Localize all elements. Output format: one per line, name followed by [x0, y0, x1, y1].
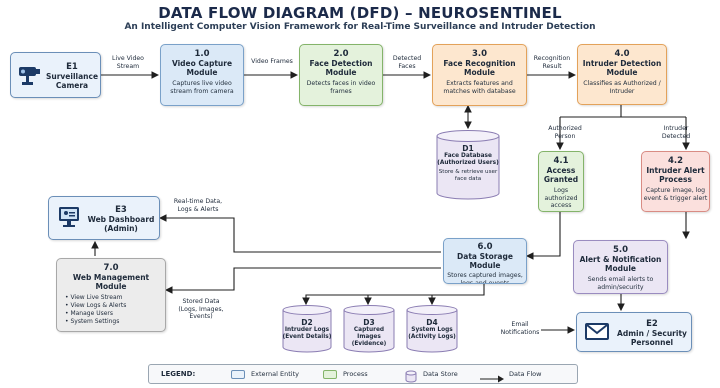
process-face-detection: 2.0 Face Detection Module Detects faces … [299, 44, 383, 106]
legend-flow-label: Data Flow [509, 370, 542, 378]
process-desc: Stores captured images, logs and events [447, 272, 523, 284]
store-id: D1 [462, 144, 474, 153]
entity-id: E2 [646, 319, 658, 329]
process-name: Intruder Detection Module [582, 59, 662, 77]
flow-p41-p6 [525, 212, 561, 260]
legend: LEGEND: External Entity Process Data Sto… [148, 364, 578, 384]
process-data-storage: 6.0 Data Storage Module Stores captured … [443, 238, 527, 284]
legend-title: LEGEND: [161, 370, 196, 378]
flow-p6-e3 [158, 214, 441, 253]
legend-store-label: Data Store [423, 370, 458, 378]
legend-store-icon [405, 368, 417, 387]
legend-entity-label: External Entity [251, 370, 300, 378]
process-desc: Capture image, log event & trigger alert [643, 187, 708, 202]
legend-entity-swatch [231, 370, 245, 379]
process-web-management: 7.0 Web Management Module View Live Stre… [56, 258, 166, 332]
mail-icon [585, 322, 609, 346]
store-system-logs: D4 System Logs (Activity Logs) [406, 305, 458, 353]
process-name: Alert & Notification Module [579, 255, 662, 273]
store-intruder-logs: D2 Intruder Logs (Event Details) [282, 305, 332, 353]
entity-admin-security: E2 Admin / Security Personnel [576, 312, 692, 352]
process-name: Access Granted [543, 166, 579, 184]
store-name: Face Database (Authorized Users) [437, 153, 499, 166]
process-number: 1.0 [194, 49, 210, 59]
store-name: System Logs (Activity Logs) [408, 327, 456, 340]
process-desc: Logs authorized access [544, 187, 578, 210]
process-number: 4.2 [667, 156, 684, 166]
process-desc: Detects faces in video frames [306, 80, 376, 95]
store-name: Captured Images (Evidence) [351, 327, 387, 347]
flow-label-live-video: Live Video Stream [112, 55, 144, 70]
store-desc: Store & retrieve user face data [438, 169, 498, 182]
process-alert-notification: 5.0 Alert & Notification Module Sends em… [573, 240, 668, 294]
legend-process-label: Process [343, 370, 368, 378]
flow-label-stored-data: Stored Data (Logs, Images, Events) [178, 298, 224, 320]
legend-flow-arrow [479, 369, 505, 388]
process-desc: Classifies as Authorized / Intruder [583, 80, 661, 95]
entity-name: Admin / Security Personnel [617, 329, 687, 347]
process-desc: Sends email alerts to admin/security [587, 276, 654, 291]
flow-label-authorized: Authorized Person [548, 125, 582, 140]
process-face-recognition: 3.0 Face Recognition Module Extracts fea… [432, 44, 527, 106]
process-number: 3.0 [471, 49, 488, 59]
list-item: View Logs & Alerts [65, 302, 165, 310]
flow-label-detected-faces: Detected Faces [392, 55, 422, 70]
entity-web-dashboard: E3 Web Dashboard (Admin) [48, 196, 160, 240]
flow-p6-stores [302, 284, 485, 306]
diagram-title: DATA FLOW DIAGRAM (DFD) – NEUROSENTINEL [158, 4, 562, 22]
store-id: D4 [426, 318, 438, 327]
process-intruder-alert: 4.2 Intruder Alert Process Capture image… [641, 151, 710, 212]
process-name: Face Recognition Module [443, 59, 516, 77]
process-desc: Extracts features and matches with datab… [443, 80, 516, 95]
diagram-subtitle: An Intelligent Computer Vision Framework… [124, 22, 596, 32]
store-id: D2 [301, 318, 313, 327]
process-number: 2.0 [333, 49, 349, 59]
flow-p6-p7 [164, 267, 441, 294]
process-item-list: View Live Stream View Logs & Alerts Mana… [65, 294, 165, 326]
process-number: 7.0 [103, 263, 119, 273]
legend-process-swatch [323, 370, 337, 379]
store-name: Intruder Logs (Event Details) [282, 327, 332, 340]
process-intruder-detection: 4.0 Intruder Detection Module Classifies… [577, 44, 667, 105]
flow-label-intruder: Intruder Detected [661, 125, 691, 140]
entity-surveillance-camera: E1 Surveillance Camera [10, 52, 101, 98]
store-id: D3 [363, 318, 375, 327]
process-number: 6.0 [477, 242, 493, 252]
entity-id: E1 [66, 62, 78, 72]
process-video-capture: 1.0 Video Capture Module Captures live v… [160, 44, 244, 106]
process-name: Face Detection Module [309, 59, 373, 77]
process-name: Web Management Module [72, 273, 150, 291]
process-number: 4.1 [553, 156, 569, 166]
process-name: Intruder Alert Process [646, 166, 705, 184]
process-name: Video Capture Module [171, 59, 233, 77]
flow-label-realtime-data: Real-time Data, Logs & Alerts [173, 198, 223, 213]
process-name: Data Storage Module [457, 252, 513, 270]
store-face-database: D1 Face Database (Authorized Users) Stor… [436, 130, 500, 200]
list-item: System Settings [65, 318, 165, 326]
store-captured-images: D3 Captured Images (Evidence) [343, 305, 395, 353]
flow-label-video-frames: Video Frames [251, 58, 293, 65]
flow-p4-branch [560, 105, 686, 118]
flow-label-email: Email Notifications [500, 321, 540, 336]
list-item: Manage Users [65, 310, 165, 318]
flow-label-recognition-result: Recognition Result [533, 55, 571, 70]
entity-id: E3 [115, 205, 127, 215]
process-number: 5.0 [612, 245, 629, 255]
camera-icon [17, 63, 43, 91]
monitor-icon [57, 205, 81, 233]
entity-name: Surveillance Camera [45, 72, 99, 90]
process-number: 4.0 [614, 49, 630, 59]
entity-name: Web Dashboard (Admin) [87, 215, 155, 233]
process-desc: Captures live video stream from camera [170, 80, 234, 95]
list-item: View Live Stream [65, 294, 165, 302]
process-access-granted: 4.1 Access Granted Logs authorized acces… [538, 151, 584, 212]
